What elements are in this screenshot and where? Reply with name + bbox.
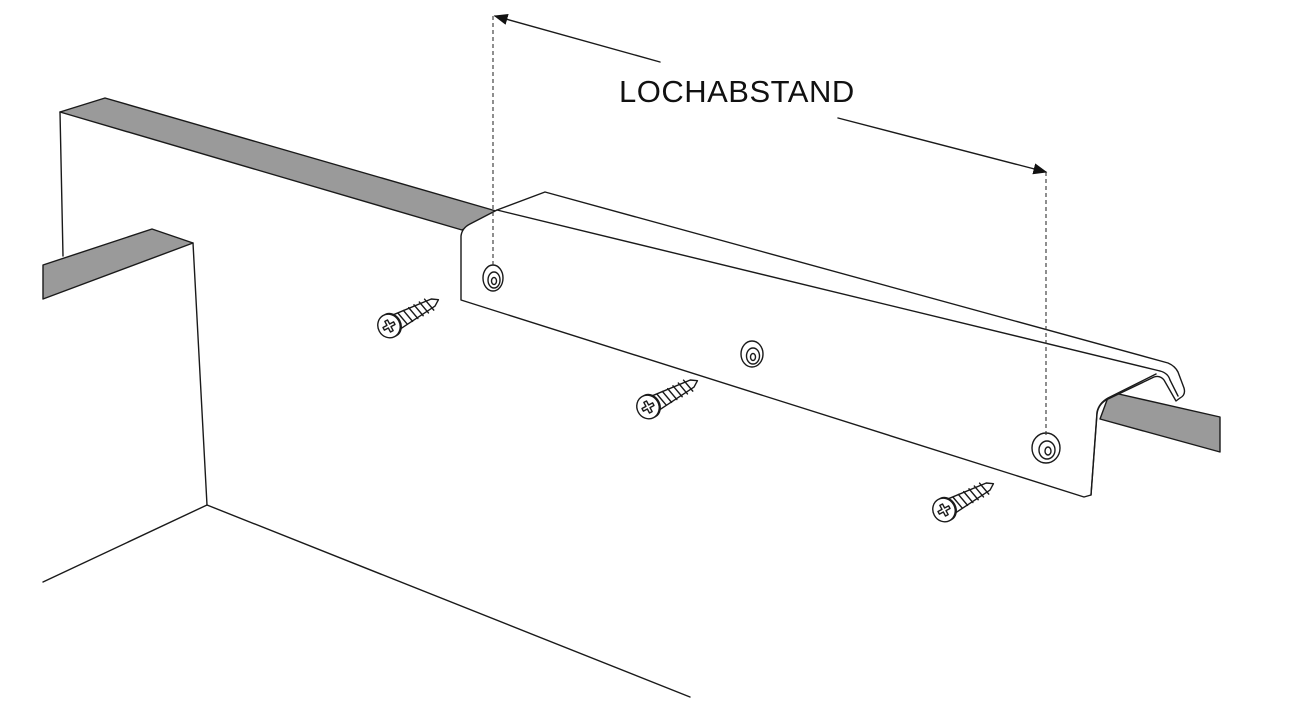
front-panel xyxy=(42,228,691,698)
dimension-label: LOCHABSTAND xyxy=(619,74,855,109)
angle-bracket xyxy=(460,191,1186,498)
mounting-hole xyxy=(1031,432,1061,464)
back-panel xyxy=(59,97,497,257)
screw-icon xyxy=(636,379,699,420)
mounting-hole xyxy=(740,340,764,368)
dimension-indicator xyxy=(492,13,1048,438)
mounting-hole xyxy=(482,264,504,292)
screw-icon xyxy=(377,298,440,339)
right-rail xyxy=(1099,391,1221,453)
screw-icon xyxy=(932,482,995,523)
